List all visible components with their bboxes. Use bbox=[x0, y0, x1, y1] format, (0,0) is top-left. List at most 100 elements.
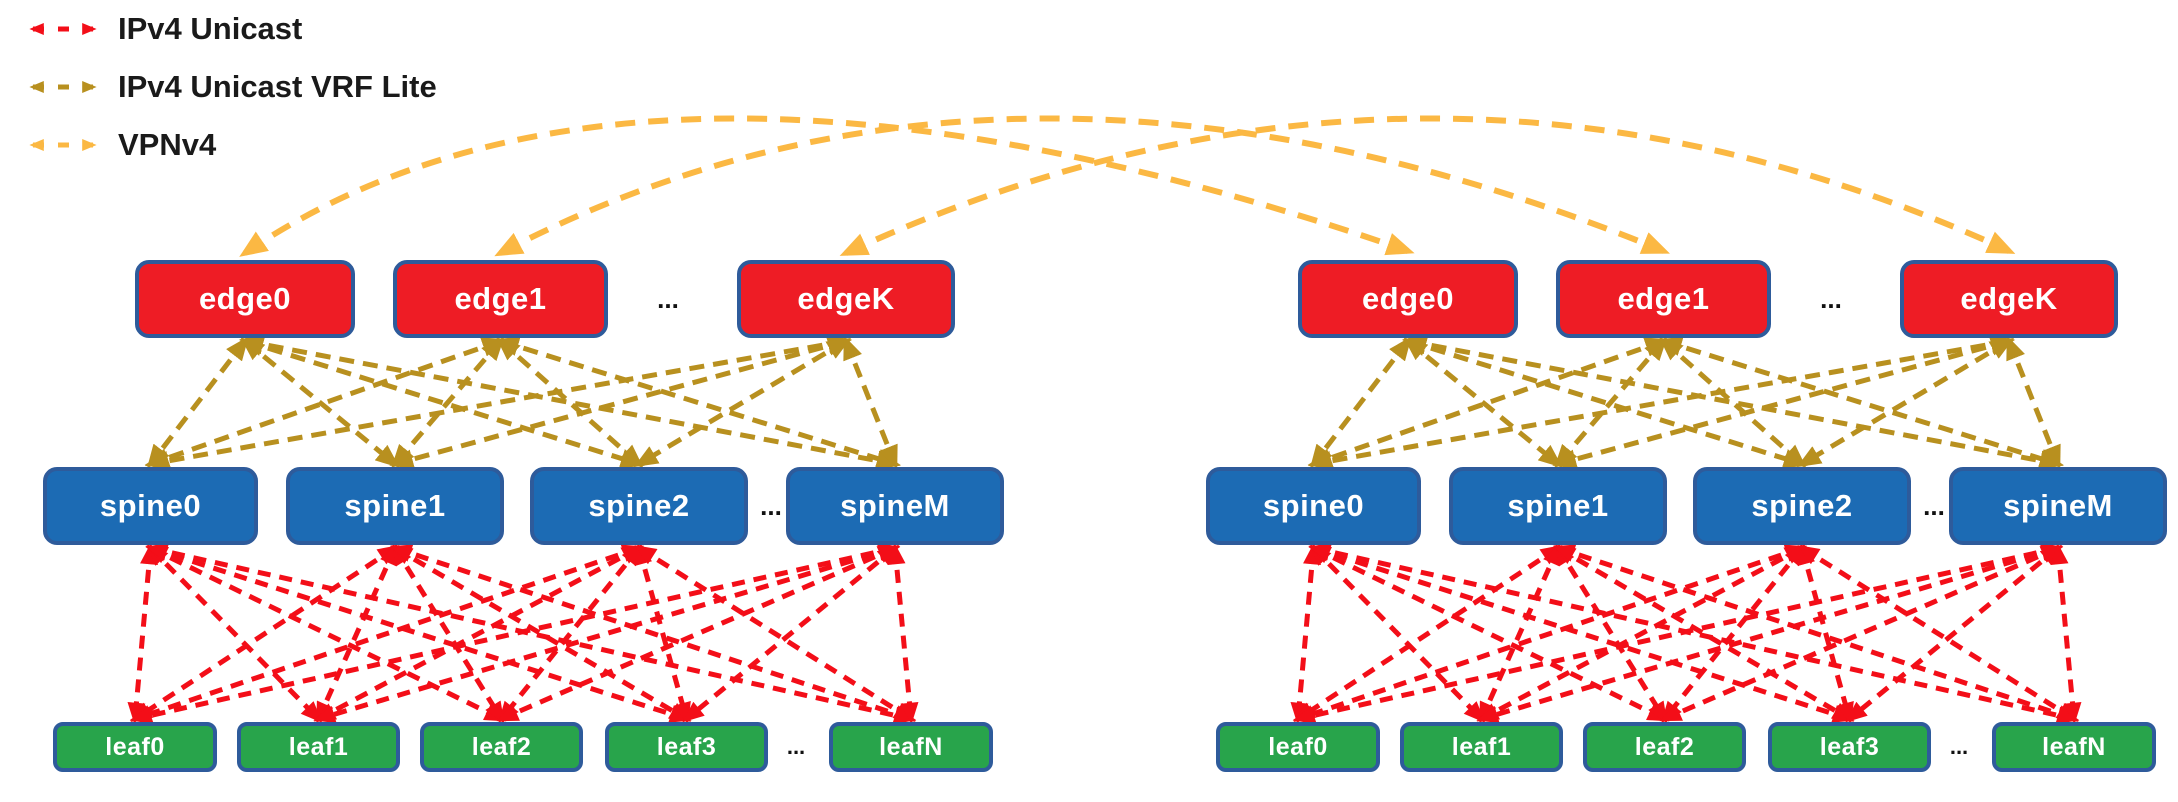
vrf-lite-link bbox=[144, 334, 852, 471]
pod-right-edge1: edge1 bbox=[1556, 260, 1771, 338]
ipv4-unicast-link bbox=[1476, 543, 2064, 724]
legend-item-vpnv4: VPNv4 bbox=[26, 127, 437, 162]
pod-left-spine0: spine0 bbox=[43, 467, 258, 545]
vrf-lite-link bbox=[239, 336, 645, 469]
ipv4-unicast-link bbox=[1293, 545, 1563, 722]
vpnv4-double-arrow-icon bbox=[29, 139, 97, 151]
ipv4-unicast-link bbox=[129, 544, 645, 723]
ipv4-unicast-link bbox=[1292, 542, 2064, 725]
pod-right-spine1: spine1 bbox=[1449, 467, 1667, 545]
ipv4-unicast-link bbox=[496, 545, 900, 722]
pod-left-spines-ellipsis: ... bbox=[760, 491, 782, 521]
pod-left-edges-ellipsis: ... bbox=[657, 284, 679, 314]
ipv4-unicast-link bbox=[145, 542, 917, 725]
ipv4-unicast-link bbox=[392, 543, 505, 724]
ipv4-unicast-link bbox=[2050, 542, 2082, 725]
pod-right-edges-ellipsis: ... bbox=[1820, 284, 1842, 314]
pod-right-spine0: spine0 bbox=[1206, 467, 1421, 545]
pod-right-leaf0: leaf0 bbox=[1216, 722, 1380, 772]
pod-left-leaf2: leaf2 bbox=[420, 722, 583, 772]
pod-left-edge1: edge1 bbox=[393, 260, 608, 338]
vrf-lite-link bbox=[1659, 337, 1807, 468]
vrf-lite-link bbox=[1402, 336, 1808, 469]
vrf-lite-link bbox=[1403, 337, 1563, 468]
pod-left-spine2: spine2 bbox=[530, 467, 748, 545]
ipv4-unicast-link bbox=[887, 542, 919, 725]
ipv4-unicast-link bbox=[129, 542, 901, 725]
ipv4-unicast-link bbox=[1479, 543, 1561, 724]
vrf-lite-link bbox=[1554, 336, 1668, 469]
vrf-lite-link bbox=[389, 336, 852, 469]
ipv4-unicast-double-arrow-icon bbox=[29, 23, 97, 35]
ipv4-unicast-link bbox=[145, 545, 507, 722]
pod-left-leaf1: leaf1 bbox=[237, 722, 400, 772]
vrf-lite-link bbox=[494, 336, 901, 469]
vrf-lite-link bbox=[240, 337, 400, 468]
ipv4-unicast-link bbox=[634, 542, 691, 725]
legend-label: IPv4 Unicast VRF Lite bbox=[118, 69, 437, 104]
ipv4-unicast-link bbox=[313, 545, 644, 722]
ipv4-unicast-link bbox=[146, 544, 323, 723]
vrf-lite-link bbox=[391, 336, 505, 469]
vrf-lite-link bbox=[239, 334, 901, 471]
ipv4-unicast-link bbox=[1308, 544, 1855, 723]
ipv4-unicast-link bbox=[682, 544, 900, 723]
vrf-lite-link bbox=[146, 336, 249, 469]
pod-right-leafN: leafN bbox=[1992, 722, 2156, 772]
ipv4-unicast-link bbox=[1845, 544, 2063, 723]
pod-right-edgeK: edgeK bbox=[1900, 260, 2118, 338]
ipv4-unicast-link bbox=[1292, 544, 1808, 723]
vrf-lite-link bbox=[1307, 337, 1670, 468]
ipv4-unicast-link bbox=[1476, 545, 1807, 722]
vrf-lite-link bbox=[1796, 337, 2015, 468]
vpnv4-arc bbox=[839, 115, 2016, 256]
pod-right-leaf3: leaf3 bbox=[1768, 722, 1931, 772]
ipv4-unicast-link bbox=[130, 545, 400, 722]
pod-right-spine2: spine2 bbox=[1693, 467, 1911, 545]
ipv4-unicast-link bbox=[316, 543, 398, 724]
pod-left-edgeK: edgeK bbox=[737, 260, 955, 338]
legend-item-ipv4-unicast: IPv4 Unicast bbox=[26, 11, 437, 46]
vrf-lite-link bbox=[843, 335, 898, 470]
legend-label: VPNv4 bbox=[118, 127, 217, 162]
vrf-lite-link bbox=[1552, 336, 2015, 469]
pod-right-leaves-ellipsis: ... bbox=[1949, 734, 1969, 759]
ipv4-unicast-link bbox=[1308, 545, 1670, 722]
ipv4-unicast-link bbox=[1290, 542, 1322, 725]
vrf-lite-link bbox=[1657, 336, 2064, 469]
vrf-lite-link bbox=[496, 337, 644, 468]
pod-left-leaf3: leaf3 bbox=[605, 722, 768, 772]
pod-right-leaf1: leaf1 bbox=[1400, 722, 1563, 772]
vrf-lite-link bbox=[633, 337, 852, 468]
ipv4-unicast-link bbox=[127, 542, 159, 725]
ipv4-unicast-link bbox=[390, 545, 692, 722]
vrf-lite-link bbox=[1309, 336, 1412, 469]
ipv4-unicast-link bbox=[1661, 543, 1806, 724]
ipv4-unicast-link bbox=[1659, 545, 2063, 722]
vrf-lite-double-arrow-icon bbox=[29, 81, 97, 93]
ipv4-unicast-link bbox=[1309, 544, 1486, 723]
legend-label: IPv4 Unicast bbox=[118, 11, 303, 46]
ipv4-unicast-link bbox=[1797, 545, 2079, 722]
pod-left-edge0: edge0 bbox=[135, 260, 355, 338]
pod-right-leaf2: leaf2 bbox=[1583, 722, 1746, 772]
legend-item-ipv4-unicast-vrf-lite: IPv4 Unicast VRF Lite bbox=[26, 69, 437, 104]
ipv4-unicast-link bbox=[313, 543, 901, 724]
pod-left-leaf0: leaf0 bbox=[53, 722, 217, 772]
pod-right-spineM: spineM bbox=[1949, 467, 2167, 545]
ipv4-unicast-link bbox=[389, 544, 917, 723]
vrf-lite-link bbox=[2006, 335, 2061, 470]
ipv4-unicast-link bbox=[1553, 545, 1855, 722]
pod-right-edge0: edge0 bbox=[1298, 260, 1518, 338]
ipv4-unicast-link bbox=[1308, 542, 2080, 725]
ipv4-unicast-link bbox=[498, 543, 643, 724]
pod-left-spine1: spine1 bbox=[286, 467, 504, 545]
vrf-lite-link bbox=[144, 337, 507, 468]
pod-left-leaves-ellipsis: ... bbox=[786, 734, 806, 759]
ipv4-unicast-link bbox=[1797, 542, 1854, 725]
pod-left-leafN: leafN bbox=[829, 722, 993, 772]
pod-right-spines-ellipsis: ... bbox=[1923, 491, 1945, 521]
vrf-lite-link bbox=[1307, 334, 2015, 471]
ipv4-unicast-link bbox=[1552, 544, 2080, 723]
